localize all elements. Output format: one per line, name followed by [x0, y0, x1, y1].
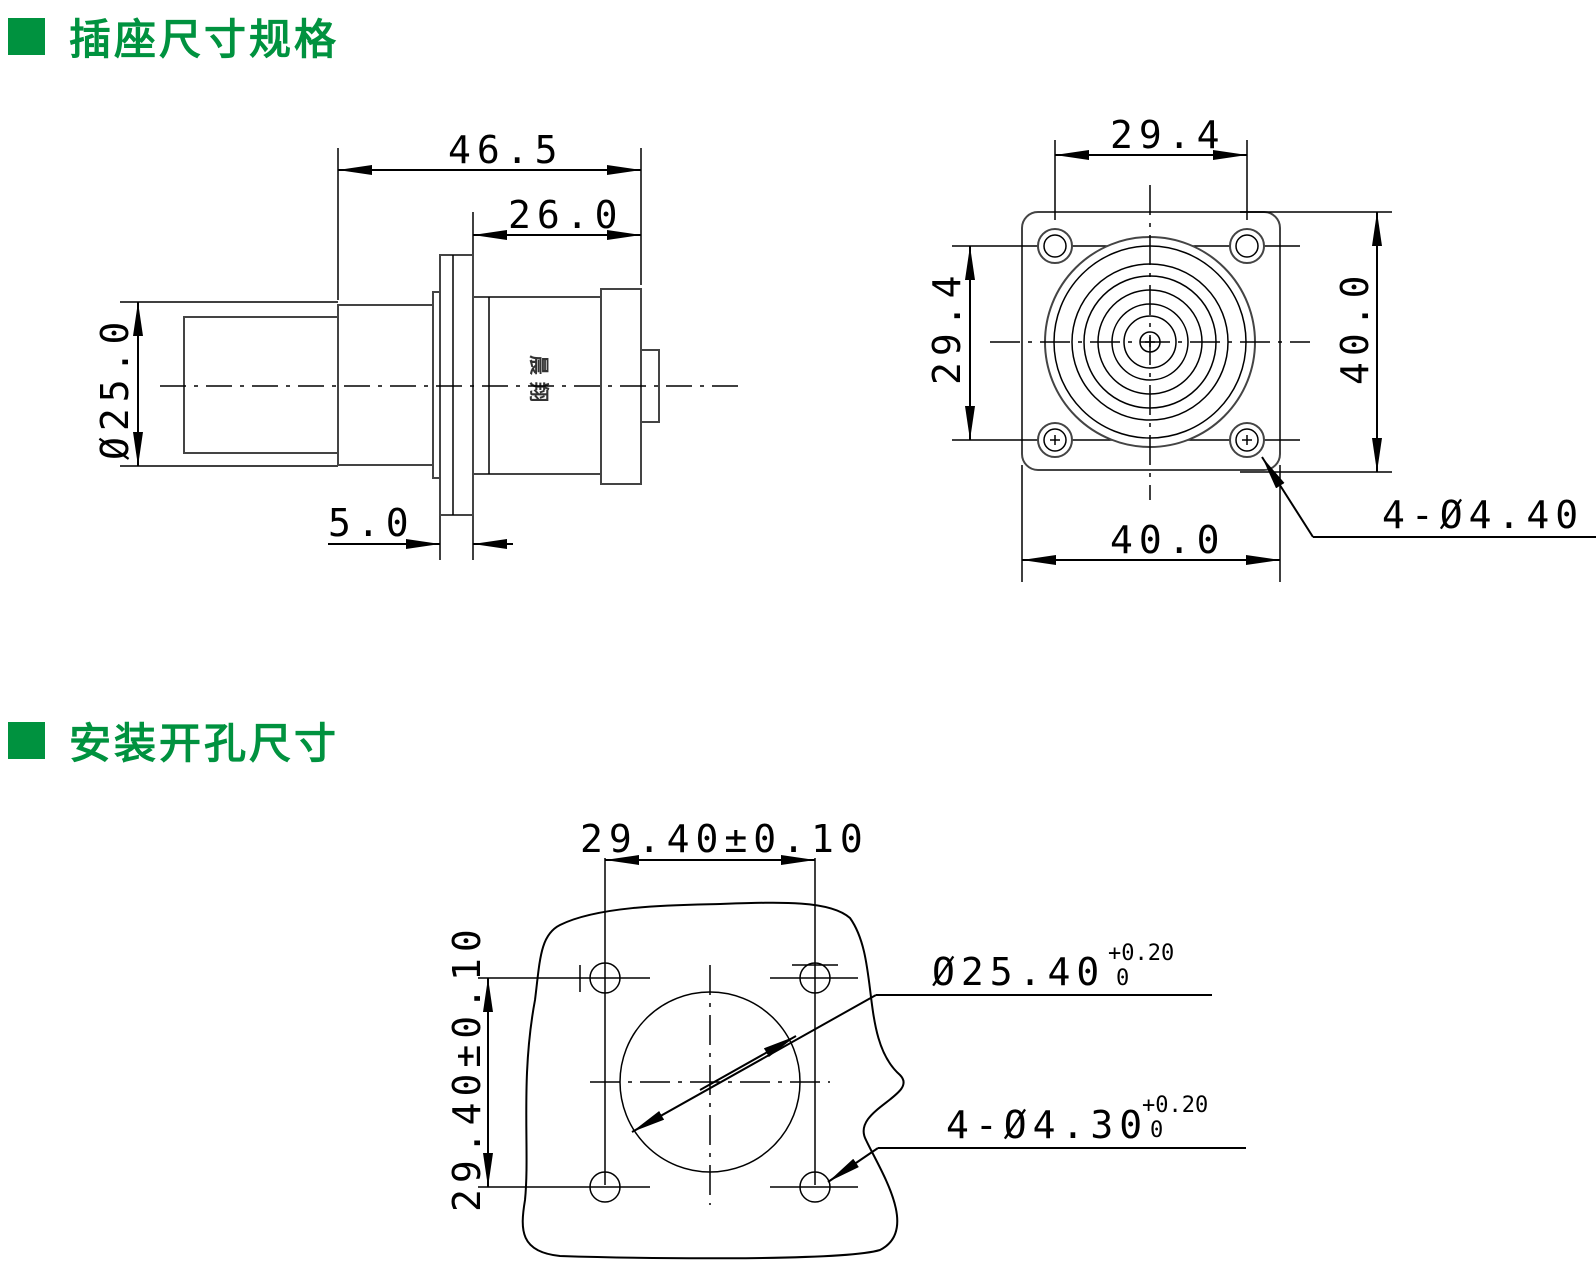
side-view: 46.5 26.0 5.0 Ø25.0 晨 翔	[93, 128, 738, 560]
dim-flange-thickness: 5.0	[328, 501, 415, 545]
dim-cutout-spacing-left: 29.40±0.10	[445, 923, 489, 1212]
section-marker	[8, 18, 45, 55]
brand-mark: 晨 翔	[527, 355, 551, 402]
dim-total-length: 46.5	[448, 128, 564, 172]
dim-diameter: Ø25.0	[93, 316, 137, 460]
dim-cutout-holes: 4-Ø4.30	[946, 1103, 1148, 1147]
dim-height: 40.0	[1333, 269, 1377, 385]
section-title-cutout: 安装开孔尺寸	[69, 719, 340, 768]
dim-center-hole-tol-lower: 0	[1116, 966, 1129, 991]
dim-cutout-spacing-top: 29.40±0.10	[580, 817, 869, 861]
dim-center-hole-tol-upper: +0.20	[1108, 941, 1174, 966]
dim-cutout-holes-tol-lower: 0	[1150, 1118, 1163, 1143]
dim-center-hole: Ø25.40	[932, 950, 1105, 994]
mounting-holes	[1037, 228, 1265, 458]
section-header-socket: 插座尺寸规格	[8, 6, 339, 67]
section-marker	[8, 722, 45, 759]
dim-hole-spacing-top: 29.4	[1110, 113, 1226, 157]
dim-body-length: 26.0	[508, 193, 624, 237]
front-view: 29.4 40.0 29.4 40.0 4-Ø4.40	[925, 113, 1596, 582]
dim-hole-spacing-left: 29.4	[925, 269, 969, 385]
cutout-view: 29.40±0.10 29.40±0.10 Ø25.40 +0.20 0 4-Ø…	[445, 817, 1246, 1260]
dim-width: 40.0	[1110, 518, 1226, 562]
dim-cutout-holes-tol-upper: +0.20	[1142, 1093, 1208, 1118]
dim-holes: 4-Ø4.40	[1382, 493, 1584, 537]
section-header-cutout: 安装开孔尺寸	[8, 710, 339, 771]
section-title-socket: 插座尺寸规格	[69, 15, 340, 64]
